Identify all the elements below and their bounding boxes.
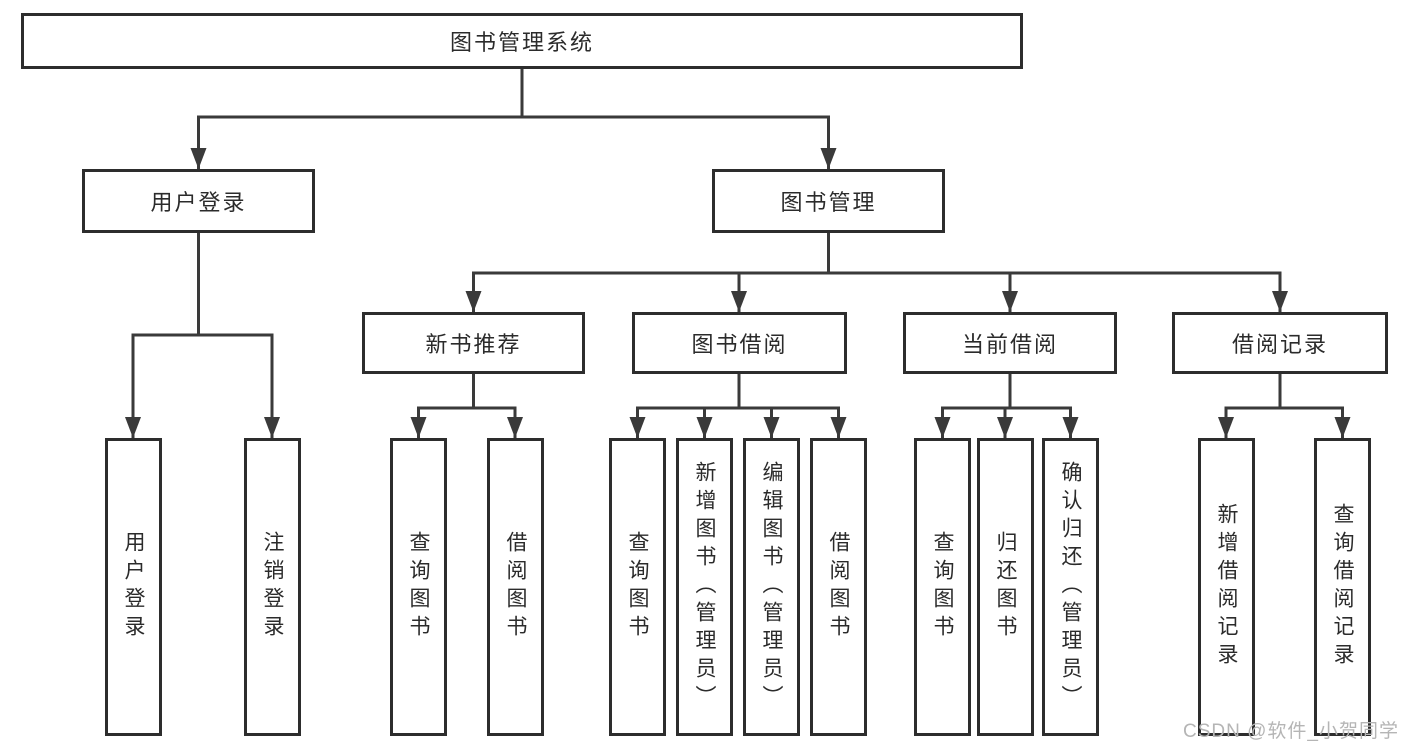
- arrowhead-icons: [125, 148, 1351, 438]
- node-new-book-recommendation: 新书推荐: [362, 312, 585, 374]
- leaf-add-books-admin: 新增图书（管理员）: [676, 438, 733, 736]
- leaf-confirm-return-admin: 确认归还（管理员）: [1042, 438, 1099, 736]
- node-borrowing-records: 借阅记录: [1172, 312, 1388, 374]
- leaf-borrow-books-recommend: 借阅图书: [487, 438, 544, 736]
- leaf-query-books-recommend: 查询图书: [390, 438, 447, 736]
- leaf-borrow-books-borrowing: 借阅图书: [810, 438, 867, 736]
- leaf-query-borrow-record: 查询借阅记录: [1314, 438, 1371, 736]
- root-node-library-system: 图书管理系统: [21, 13, 1023, 69]
- node-book-management: 图书管理: [712, 169, 945, 233]
- leaf-edit-books-admin: 编辑图书（管理员）: [743, 438, 800, 736]
- leaf-logout: 注销登录: [244, 438, 301, 736]
- leaf-query-books-current: 查询图书: [914, 438, 971, 736]
- leaf-query-books-borrowing: 查询图书: [609, 438, 666, 736]
- node-current-borrowing: 当前借阅: [903, 312, 1117, 374]
- leaf-add-borrow-record: 新增借阅记录: [1198, 438, 1255, 736]
- node-user-login: 用户登录: [82, 169, 315, 233]
- leaf-return-books: 归还图书: [977, 438, 1034, 736]
- watermark: CSDN @软件_小贺同学: [1183, 721, 1399, 742]
- leaf-user-login: 用户登录: [105, 438, 162, 736]
- node-book-borrowing: 图书借阅: [632, 312, 847, 374]
